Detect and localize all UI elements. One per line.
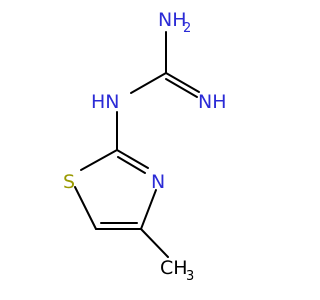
amino-subscript: 2 <box>183 21 191 36</box>
bond-c-nh-2 <box>165 78 198 98</box>
bond-c4-ch3 <box>140 228 169 258</box>
molecule-diagram: NH 2 HN NH N S CH 3 <box>63 9 227 284</box>
bond-c-hn <box>130 72 167 94</box>
bond-c-nh-1 <box>165 72 200 93</box>
methyl-subscript: 3 <box>186 269 194 284</box>
methyl-label: CH <box>160 257 188 279</box>
structure-svg: NH 2 HN NH N S CH 3 <box>63 9 227 284</box>
sulfur-label: S <box>63 171 75 193</box>
ring-nitrogen-label: N <box>151 171 165 193</box>
imine-label: NH <box>198 91 227 113</box>
bond-c2-n-2 <box>117 156 146 174</box>
amino-label: NH <box>158 9 187 31</box>
bond-c4-n <box>140 189 157 230</box>
bonds <box>74 31 200 258</box>
amine-link-label: HN <box>91 91 120 113</box>
bond-c2-s <box>80 149 118 171</box>
bond-c2-n-1 <box>116 149 149 169</box>
bond-s-c5 <box>74 186 97 230</box>
